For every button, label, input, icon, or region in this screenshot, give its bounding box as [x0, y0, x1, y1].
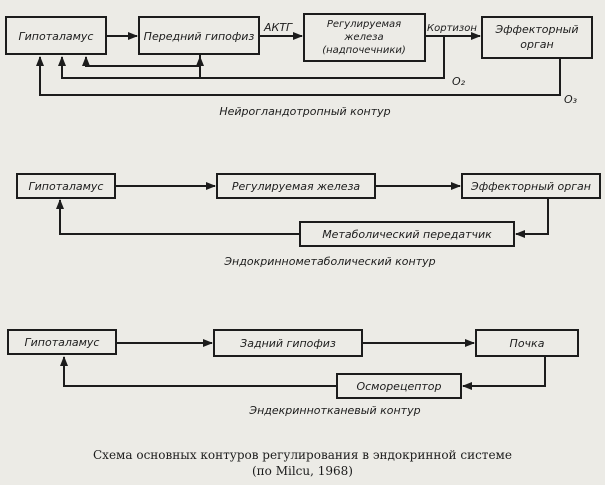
- metabolic-transmitter-label: Метаболический передатчик: [322, 228, 492, 241]
- contour-title-1: Нейрогландотропный контур: [219, 105, 390, 118]
- contour-title-2: Эндокриннометаболический контур: [223, 255, 435, 268]
- regulated-gland-box: [303, 13, 426, 62]
- regulated-gland-label-1: Регулируемая: [327, 19, 401, 30]
- figure-caption-source: (по Milcu, 1968): [252, 464, 353, 478]
- contour-neuroglandotropic: Гипоталамус Передний гипофиз Регулируема…: [5, 13, 593, 118]
- effector-organ-label-c2: Эффекторный орган: [470, 180, 591, 193]
- arrow-osmoreceptor-to-hypo: [60, 356, 337, 387]
- feedback-o2-to-hypothalamus: [58, 56, 200, 79]
- contour-title-3: Эндекринноткaневый контур: [248, 404, 420, 417]
- hormone-acth-label: АКТГ: [263, 21, 293, 34]
- osmoreceptor-label: Осморецептор: [356, 380, 441, 393]
- arrow-effector-to-transmitter: [515, 198, 549, 238]
- regulated-gland-label-2: железа: [343, 32, 383, 43]
- figure-caption: Схема основных контуров регулирования в …: [93, 448, 512, 462]
- posterior-pituitary-label: Задний гипофиз: [240, 337, 336, 350]
- signal-o2-label: O₂: [452, 75, 466, 88]
- hormone-cortisone-label: Кортизон: [427, 23, 477, 34]
- feedback-o3-to-hypothalamus: [36, 56, 561, 96]
- effector-organ-label-1: Эффекторный: [494, 23, 578, 36]
- arrow-transmitter-to-hypo: [56, 199, 300, 235]
- effector-organ-box-2: [461, 173, 601, 199]
- feedback-o2-to-pituitary: [196, 36, 445, 79]
- effector-organ-label-2: орган: [520, 38, 553, 51]
- signal-o3-label: O₃: [564, 93, 578, 106]
- hypothalamus-label-2: Гипоталамус: [29, 180, 104, 193]
- regulated-gland-label-c2: Регулируемая железа: [232, 180, 361, 193]
- kidney-box: [475, 329, 579, 357]
- hypothalamus-label-3: Гипоталамус: [25, 336, 100, 349]
- anterior-pituitary-label: Передний гипофиз: [144, 30, 255, 43]
- effector-organ-box-1: [481, 16, 593, 59]
- contour-endocrine-tissue: Гипоталамус Задний гипофиз Почка Осморец…: [7, 329, 579, 417]
- contour-endocrine-metabolic: Гипоталамус Регулируемая железа Эффектор…: [16, 173, 601, 268]
- feedback-o1-pituitary: [82, 54, 201, 67]
- kidney-label: Почка: [510, 337, 545, 350]
- arrow-kidney-to-osmoreceptor: [462, 356, 546, 390]
- hypothalamus-label-1: Гипоталамус: [19, 30, 94, 43]
- regulated-gland-label-3: (надпочечники): [322, 45, 406, 56]
